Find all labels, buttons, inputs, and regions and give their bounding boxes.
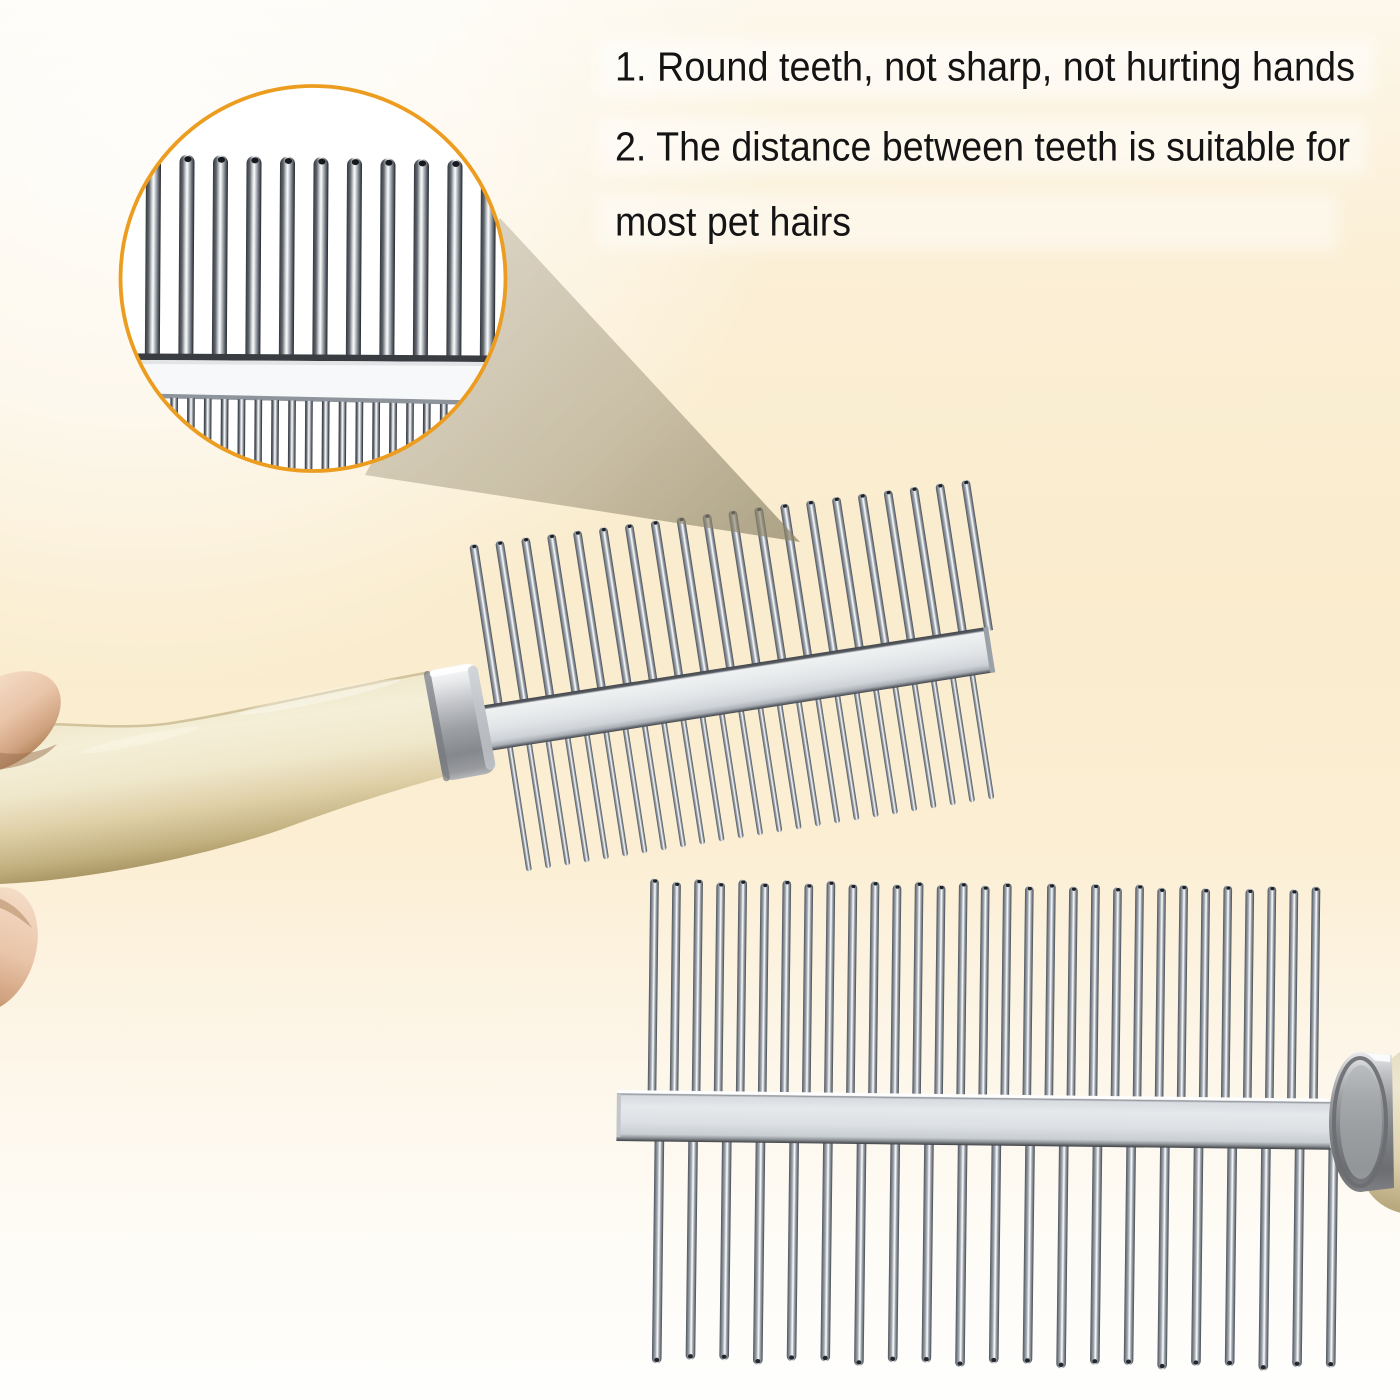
svg-text:most pet hairs: most pet hairs [615,199,851,245]
svg-text:1. Round teeth, not sharp, not: 1. Round teeth, not sharp, not hurting h… [615,44,1355,90]
svg-text:2. The distance between teeth: 2. The distance between teeth is suitabl… [615,124,1350,170]
